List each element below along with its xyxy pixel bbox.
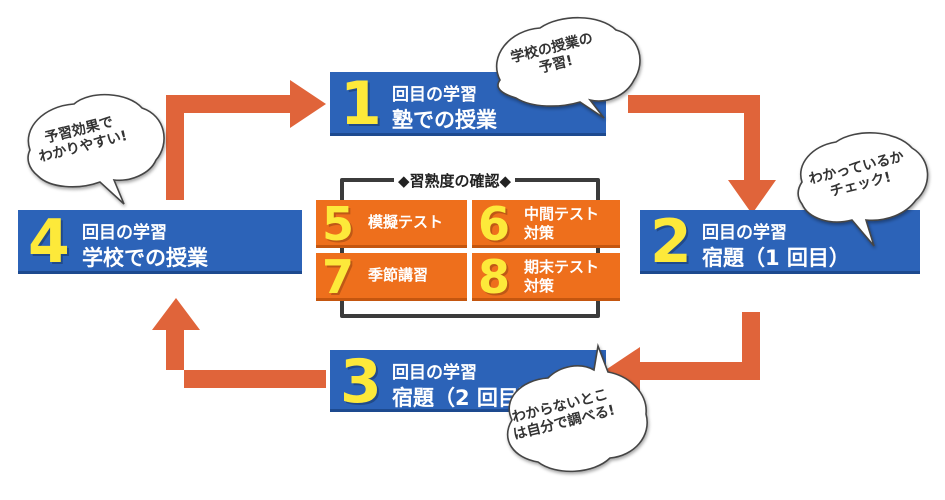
bubble-2: [797, 132, 929, 247]
check-number: 5: [322, 197, 355, 251]
bubble-3: [506, 342, 648, 473]
check-label: 模擬テスト: [368, 213, 444, 231]
check-label-2: 対策: [524, 224, 555, 242]
step-number: 1: [340, 69, 382, 139]
check-label-2: 対策: [524, 277, 555, 295]
bubble-4: [27, 93, 165, 205]
check-item-8: 8 期末テスト 対策: [472, 253, 620, 301]
step-line1: 回目の学習: [82, 223, 167, 243]
check-label: 中間テスト: [524, 205, 600, 223]
step-number: 2: [650, 207, 692, 277]
check-item-7: 7 季節講習: [316, 253, 467, 301]
arrow-1-to-2: [628, 95, 776, 214]
check-number: 7: [322, 250, 355, 304]
bubble-1: [495, 16, 641, 119]
step-line1: 回目の学習: [702, 223, 787, 243]
step-line2: 学校での授業: [82, 246, 208, 270]
step-number: 4: [28, 207, 70, 277]
step-line2: 塾での授業: [392, 108, 497, 132]
check-number: 8: [478, 250, 511, 304]
step-box-4: 4 回目の学習 学校での授業: [18, 210, 302, 274]
step-number: 3: [340, 347, 382, 417]
arrow-3-to-4: [152, 298, 326, 388]
check-item-5: 5 模擬テスト: [316, 200, 467, 248]
step-line1: 回目の学習: [392, 363, 477, 383]
step-line2: 宿題（1 回目）: [702, 246, 850, 270]
arrow-2-to-3: [604, 312, 760, 395]
check-item-6: 6 中間テスト 対策: [472, 200, 620, 248]
proficiency-check-title: ◆習熟度の確認◆: [394, 170, 516, 191]
check-label: 季節講習: [368, 266, 429, 284]
step-line1: 回目の学習: [392, 85, 477, 105]
arrow-4-to-1: [166, 80, 326, 200]
check-label: 期末テスト: [524, 258, 600, 276]
check-number: 6: [478, 197, 511, 251]
